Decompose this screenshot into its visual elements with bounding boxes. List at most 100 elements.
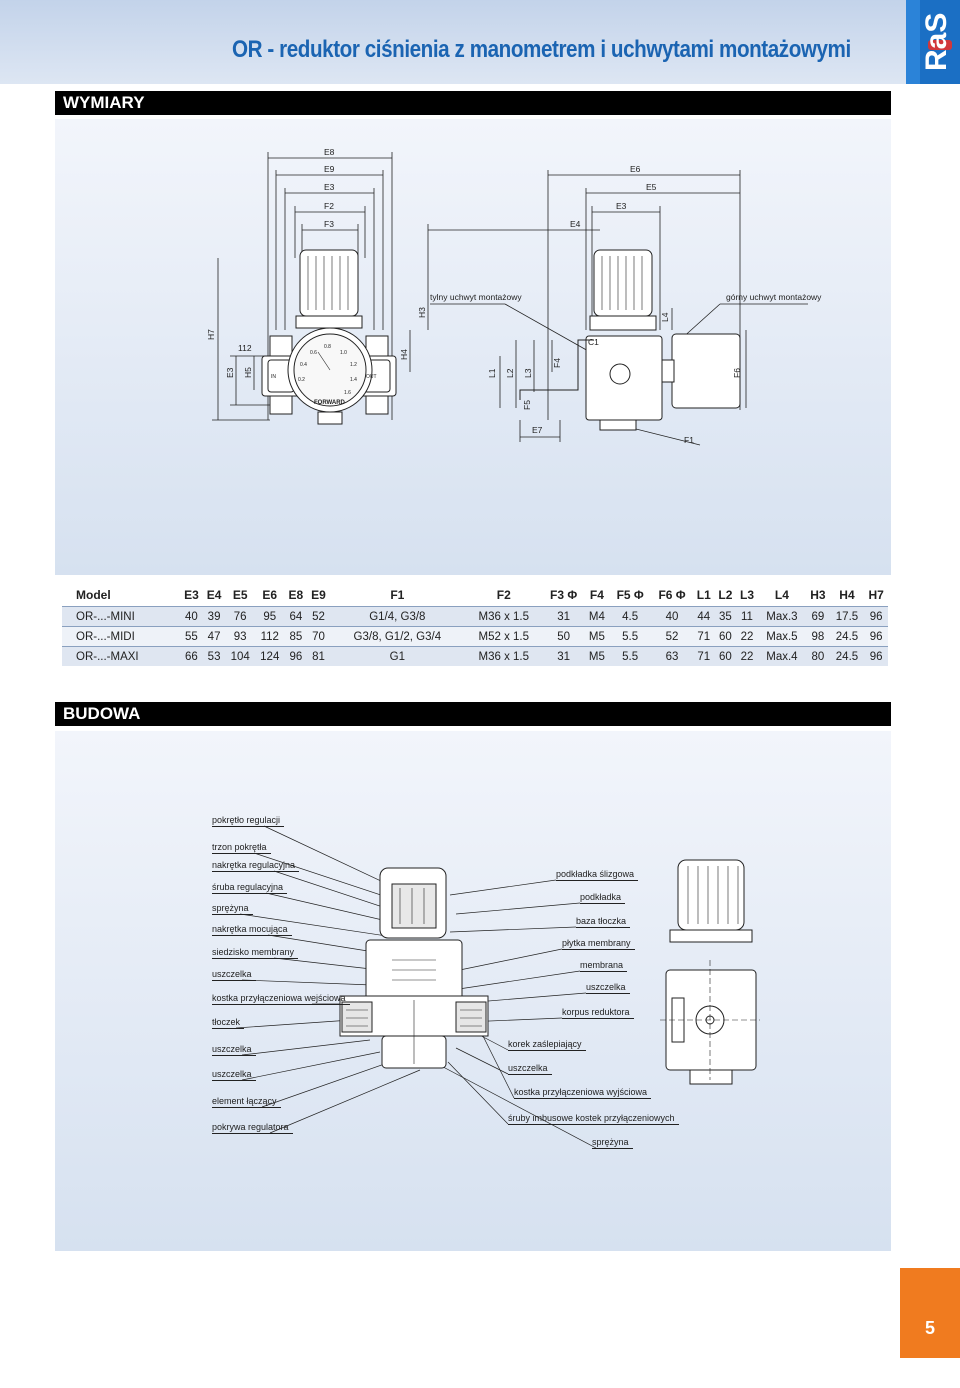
- part-label: korek zaślepiający: [508, 1038, 586, 1051]
- dimensions-table: Model E3 E4 E5 E6 E8 E9 F1 F2 F3 Φ F4 F5…: [62, 584, 888, 666]
- part-label: uszczelka: [586, 981, 630, 994]
- cross-section-drawing: [235, 825, 760, 1149]
- table-row: OR-...-MINI 40 39 76 95 64 52 G1/4, G3/8…: [62, 606, 888, 627]
- table-cell: OR-...-MIDI: [62, 626, 181, 647]
- table-cell: M4: [584, 606, 610, 627]
- gauge-tick: 1.4: [350, 377, 357, 383]
- top-bracket-label: górny uchwyt montażowy: [726, 292, 822, 302]
- page-title: OR - reduktor ciśnienia z manometrem i u…: [232, 36, 851, 63]
- column-header: F6 Φ: [658, 588, 686, 602]
- part-label: kostka przyłączeniowa wejściowa: [212, 992, 350, 1005]
- table-cell: 66: [180, 646, 203, 666]
- dimension-drawing: E8 E9 E3 F2 F3 E6 E5 E3 E4 112 tylny uch…: [206, 147, 822, 446]
- table-cell: 50: [542, 626, 585, 647]
- dim-label-e3-top: E3: [324, 182, 335, 192]
- table-cell: 76: [225, 606, 255, 627]
- table-cell: 22: [736, 626, 758, 647]
- table-cell: 81: [307, 646, 330, 666]
- column-header: E9: [311, 588, 326, 602]
- part-label: nakrętka regulacyjna: [212, 859, 300, 872]
- part-label: tłoczek: [212, 1016, 245, 1029]
- dim-label-c1: C1: [588, 337, 599, 347]
- table-cell: 31: [542, 606, 585, 627]
- gauge-tick: 1.6: [344, 390, 351, 396]
- gauge-tick: 1.2: [350, 362, 357, 368]
- table-cell: 124: [254, 646, 285, 666]
- dim-label-f1: F1: [684, 435, 694, 445]
- part-label: uszczelka: [212, 1068, 256, 1081]
- table-cell: OR-...-MINI: [62, 606, 181, 627]
- table-cell: 52: [307, 606, 330, 627]
- dim-label-h4: H4: [399, 349, 409, 360]
- dim-label-112: 112: [238, 343, 252, 353]
- column-header: E4: [206, 588, 222, 602]
- table-cell: 53: [202, 646, 226, 666]
- gauge-tick: 0.6: [310, 350, 317, 356]
- part-label: pokrętło regulacji: [212, 814, 285, 827]
- page-number: 5: [900, 1268, 960, 1358]
- column-header: E8: [288, 588, 304, 602]
- table-cell: 35: [714, 606, 737, 627]
- table-cell: 71: [693, 626, 715, 647]
- dim-label-l4: L4: [660, 312, 670, 322]
- table-cell: 60: [714, 626, 737, 647]
- table-cell: Max.3: [757, 606, 807, 627]
- table-cell: 52: [651, 626, 694, 647]
- part-label: uszczelka: [212, 968, 256, 981]
- part-label: nakrętka mocująca: [212, 923, 292, 936]
- table-cell: M36 x 1.5: [464, 606, 543, 627]
- dim-label-f2: F2: [324, 201, 334, 211]
- gauge-tick: 0.2: [298, 377, 305, 383]
- table-row: OR-...-MAXI 66 53 104 124 96 81 G1 M36 x…: [62, 646, 888, 666]
- dim-label-e9: E9: [324, 164, 335, 174]
- table-cell: 24.5: [829, 626, 865, 647]
- part-label: uszczelka: [212, 1043, 256, 1056]
- table-cell: 85: [284, 626, 308, 647]
- dim-label-e3-left: E3: [225, 367, 235, 378]
- gauge-tick: 0.4: [300, 362, 307, 368]
- table-cell: 80: [806, 646, 830, 666]
- part-label: podkładka ślizgowa: [556, 868, 639, 881]
- part-label: membrana: [580, 959, 628, 972]
- table-cell: 96: [864, 646, 888, 666]
- table-cell: G1: [329, 646, 465, 666]
- table-cell: 70: [307, 626, 330, 647]
- dim-label-h7: H7: [206, 329, 216, 340]
- column-header: E5: [232, 588, 248, 602]
- table-cell: 5.5: [609, 626, 652, 647]
- table-cell: 11: [736, 606, 758, 627]
- part-label: kostka przyłączeniowa wyjściowa: [514, 1086, 652, 1099]
- dim-label-f4: F4: [552, 358, 562, 368]
- part-label: płytka membrany: [562, 937, 635, 950]
- brand-logo: RaS: [906, 0, 960, 84]
- gauge-tick: 0.8: [324, 344, 331, 350]
- part-label: korpus reduktora: [562, 1006, 634, 1019]
- table-cell: 4.5: [609, 606, 652, 627]
- dim-label-l1: L1: [487, 368, 497, 378]
- column-header: E3: [184, 588, 199, 602]
- column-header: L2: [718, 588, 733, 602]
- part-label: podkładka: [580, 891, 626, 904]
- logo-accent: [928, 40, 952, 50]
- column-header: L4: [774, 588, 789, 602]
- part-label: trzon pokrętła: [212, 841, 271, 854]
- part-label: pokrywa regulatora: [212, 1121, 293, 1134]
- table-cell: 47: [202, 626, 226, 647]
- table-cell: 17.5: [829, 606, 865, 627]
- table-cell: G1/4, G3/8: [329, 606, 465, 627]
- table-cell: 69: [806, 606, 830, 627]
- column-header: F5 Φ: [616, 588, 644, 602]
- table-cell: 55: [180, 626, 203, 647]
- port-out-label: OUT: [366, 374, 377, 380]
- dim-label-l3: L3: [523, 368, 533, 378]
- part-label: element łączący: [212, 1095, 281, 1108]
- dim-label-l2: L2: [505, 368, 515, 378]
- table-cell: 98: [806, 626, 830, 647]
- table-row: OR-...-MIDI 55 47 93 112 85 70 G3/8, G1/…: [62, 626, 888, 647]
- column-header: L3: [739, 588, 754, 602]
- table-cell: 104: [225, 646, 255, 666]
- dim-label-e6: E6: [630, 164, 641, 174]
- table-cell: 63: [651, 646, 694, 666]
- table-cell: 64: [284, 606, 308, 627]
- logo-tab: [906, 0, 920, 84]
